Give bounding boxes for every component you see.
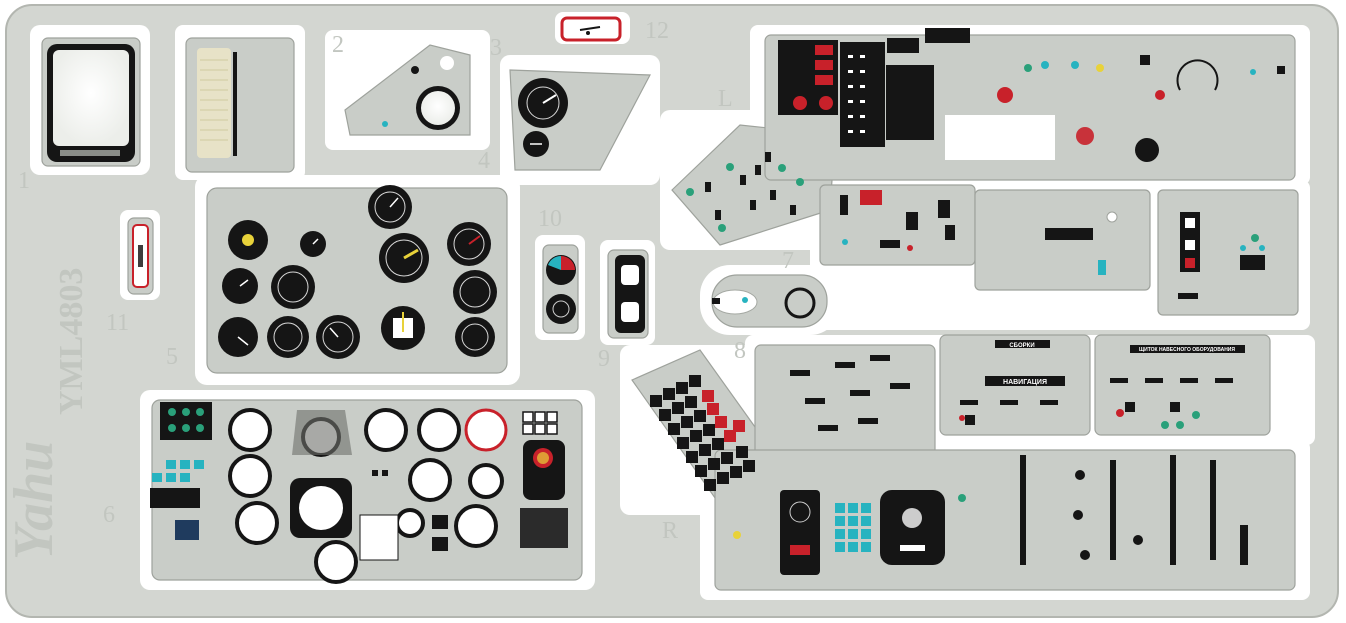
fret-code: YML4803 [53, 268, 90, 415]
part-10-gauges [546, 255, 576, 324]
part-number-8: 8 [734, 338, 746, 364]
part-number-6: 6 [103, 502, 115, 528]
part-12-tab [560, 16, 622, 42]
part-number-5: 5 [166, 344, 178, 370]
brand-logo: Yahu [3, 441, 65, 560]
part-number-10: 10 [538, 206, 562, 232]
warning-light-grid [650, 375, 755, 491]
tab-marker-icon [1277, 66, 1285, 74]
side-letter-right: R [662, 518, 678, 544]
right-panel-shield [1094, 334, 1271, 436]
part-7-8-rings [712, 287, 816, 319]
part-5-dials [218, 185, 497, 359]
right-lower-console [714, 449, 1296, 591]
part-1-display [47, 44, 135, 162]
warning-cross-icon [1076, 127, 1094, 145]
left-side-panel-a-details [686, 152, 804, 232]
left-lower-panels-details [840, 190, 1265, 299]
part-number-4: 4 [478, 148, 490, 174]
right-lower-console-details [733, 455, 1248, 575]
part-number-12: 12 [645, 18, 669, 44]
part-number-11: 11 [106, 310, 129, 336]
shield-label: ЩИТОК НАВЕСНОГО ОБОРУДОВАНИЯ [1139, 347, 1235, 353]
right-panels-details: НАВИГАЦИЯ СБОРКИ ЩИТОК НАВЕСНОГО ОБОРУДО… [790, 340, 1245, 431]
part-number-1: 1 [18, 168, 30, 194]
part-number-2: 2 [332, 32, 344, 58]
fret-markings: Yahu YML4803 1 2 3 4 5 6 7 8 9 10 11 12 … [3, 18, 794, 560]
part-6-console [150, 402, 568, 584]
left-upper-console-details [778, 28, 1285, 162]
part-number-7: 7 [782, 248, 794, 274]
navigation-label: НАВИГАЦИЯ [1003, 379, 1047, 386]
part-3-gauge [382, 56, 460, 130]
part-number-9: 9 [598, 346, 610, 372]
part-4-instruments [518, 78, 568, 157]
part-number-3: 3 [490, 35, 502, 61]
part-2-slots [197, 48, 237, 158]
part-11-detail [132, 224, 149, 288]
part-9-frame [615, 255, 645, 333]
side-letter-left: L [718, 86, 733, 112]
collapse-label: СБОРКИ [1009, 343, 1034, 349]
